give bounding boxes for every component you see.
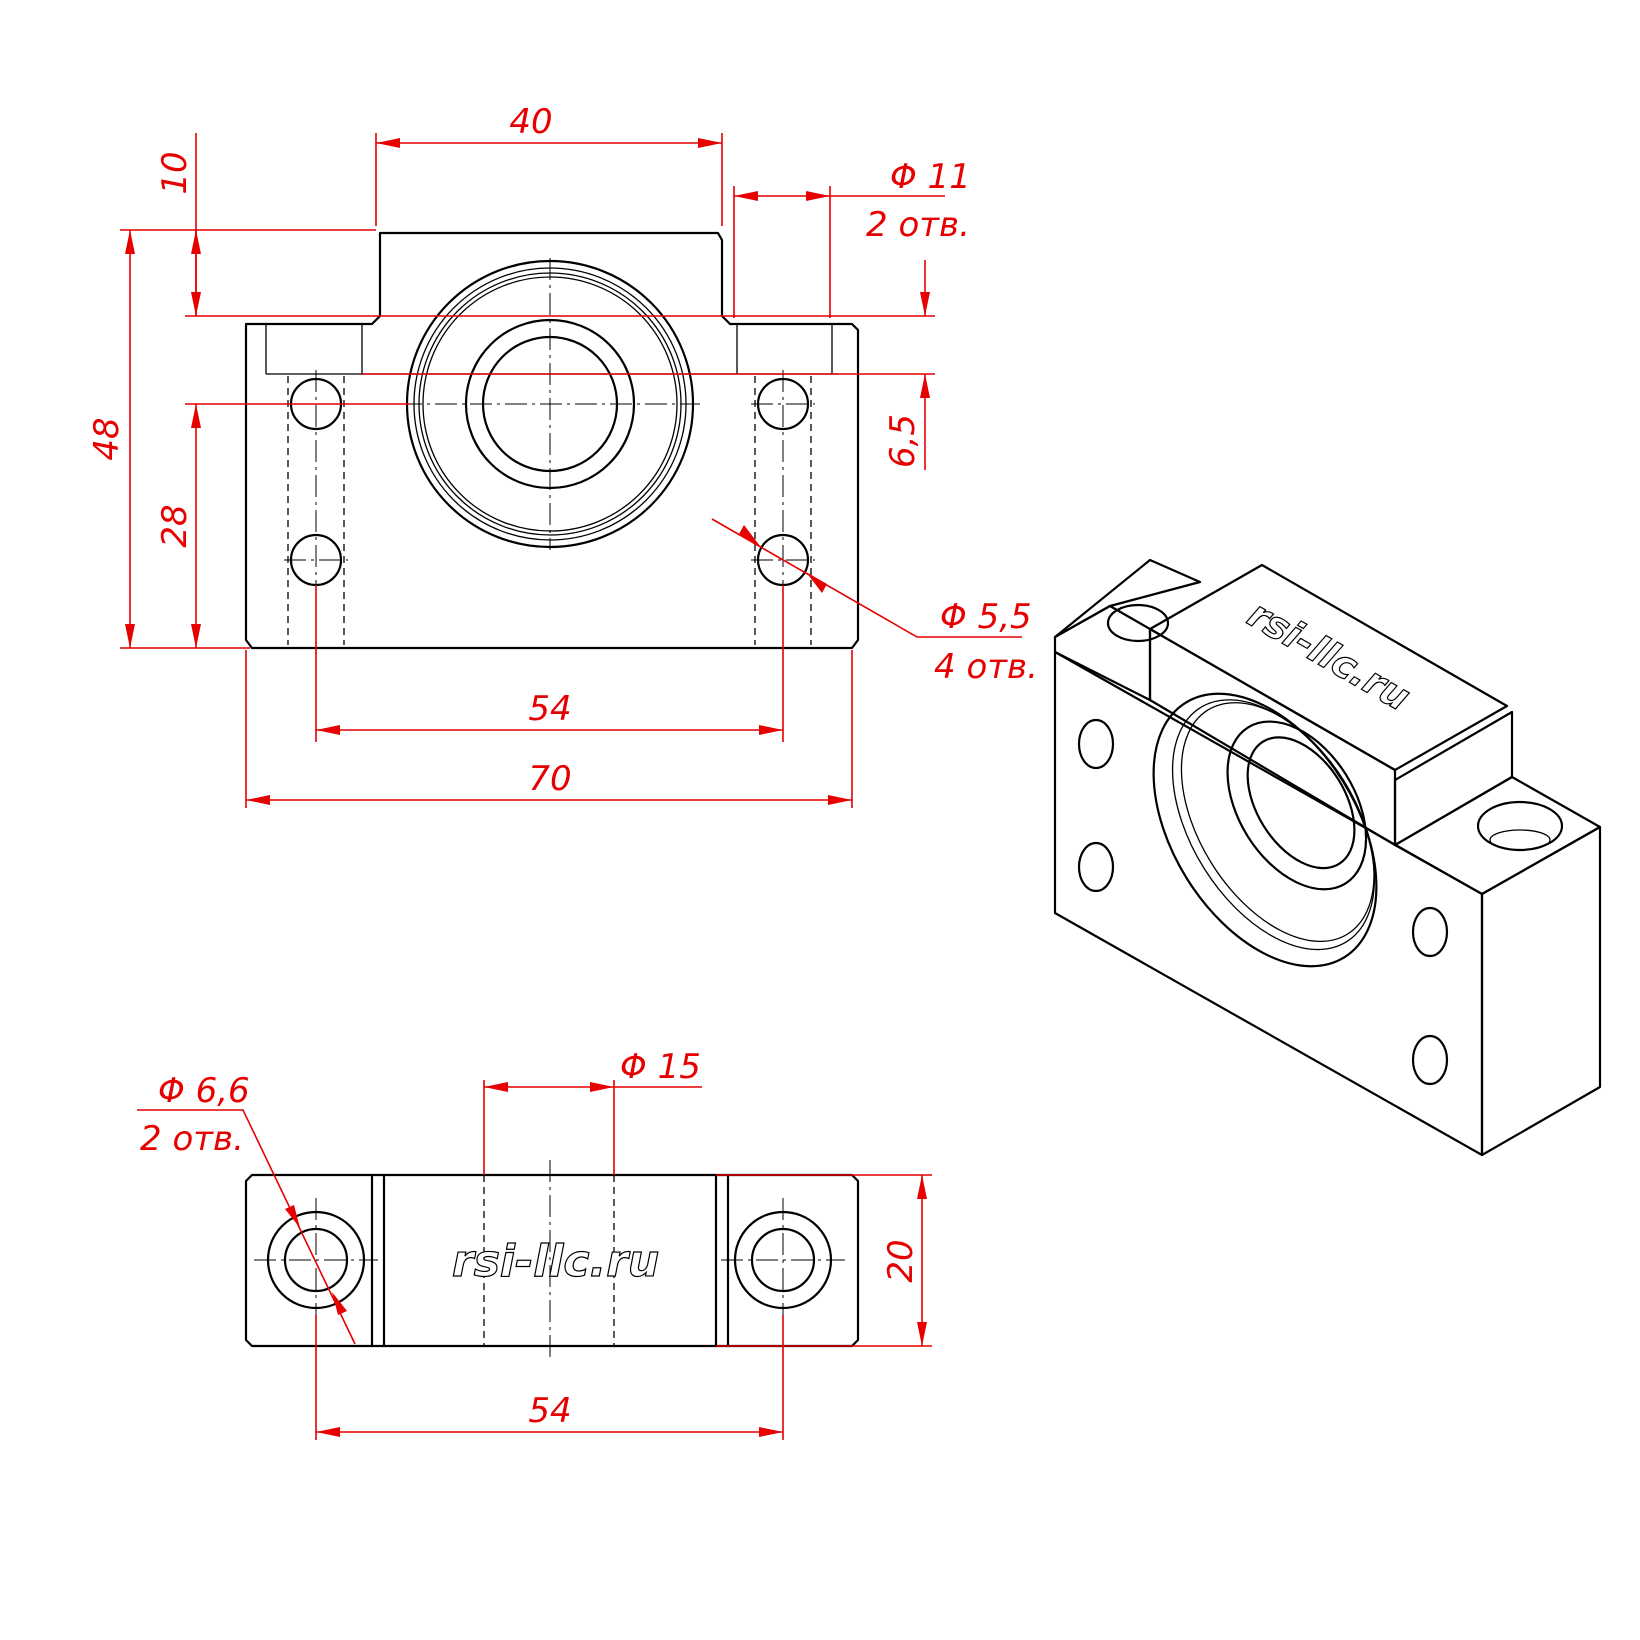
front-centerlines <box>284 258 815 595</box>
dim-54-top: 54 <box>528 1391 571 1431</box>
iso-view: rsi-llc.ru <box>1053 558 1602 1157</box>
dim-counterbore-qty: 2 отв. <box>866 205 970 245</box>
iso-logo: rsi-llc.ru <box>1241 592 1418 720</box>
dim-6-5: 6,5 <box>883 414 923 468</box>
hidden-holes-right <box>754 376 812 645</box>
iso-step-face <box>1393 710 1514 847</box>
dim-hole-5-5: Φ 5,5 <box>940 597 1032 637</box>
dim-54-front: 54 <box>528 689 571 729</box>
top-hole-left <box>283 1227 349 1293</box>
dim-70: 70 <box>528 759 571 799</box>
top-centerlines <box>254 1160 845 1360</box>
iso-front-face <box>1053 650 1484 1157</box>
iso-top-left-back <box>1053 558 1202 639</box>
front-view-slot-left <box>265 324 363 374</box>
iso-hole-3 <box>1411 906 1449 958</box>
iso-top-left <box>1053 604 1152 702</box>
iso-right-face <box>1480 825 1602 1157</box>
front-view-outline <box>244 231 860 650</box>
dim-15: Φ 15 <box>620 1047 701 1087</box>
top-view: rsi-llc.ru <box>244 1160 860 1360</box>
dim-hole-6-6-qty: 2 отв. <box>140 1119 244 1159</box>
front-view <box>244 231 860 650</box>
dim-10: 10 <box>155 151 195 194</box>
iso-hole-1 <box>1077 718 1115 770</box>
top-logo: rsi-llc.ru <box>452 1236 659 1287</box>
dim-28: 28 <box>155 504 195 547</box>
top-view-hidden-bore <box>483 1175 615 1346</box>
dim-40: 40 <box>509 102 552 142</box>
dim-hole-qty: 4 отв. <box>934 647 1038 687</box>
dim-20: 20 <box>881 1239 921 1282</box>
iso-bearing-inner <box>1226 720 1368 891</box>
hidden-holes-left <box>287 376 345 645</box>
front-view-slot-right <box>736 324 833 374</box>
dim-counterbore-11: Φ 11 <box>890 157 971 197</box>
top-hole-right <box>750 1227 816 1293</box>
iso-hole-4 <box>1411 1034 1449 1086</box>
iso-bearing-bore <box>1246 736 1356 870</box>
dim-hole-6-6: Φ 6,6 <box>158 1071 250 1111</box>
iso-top-right <box>1393 775 1602 896</box>
iso-counterbore-left <box>1106 603 1170 643</box>
iso-hole-2 <box>1077 841 1115 893</box>
dim-48: 48 <box>87 417 127 460</box>
dimensions: 40 10 48 28 6,5 Φ 11 2 отв. Φ 5,5 4 отв.… <box>87 102 1038 1440</box>
